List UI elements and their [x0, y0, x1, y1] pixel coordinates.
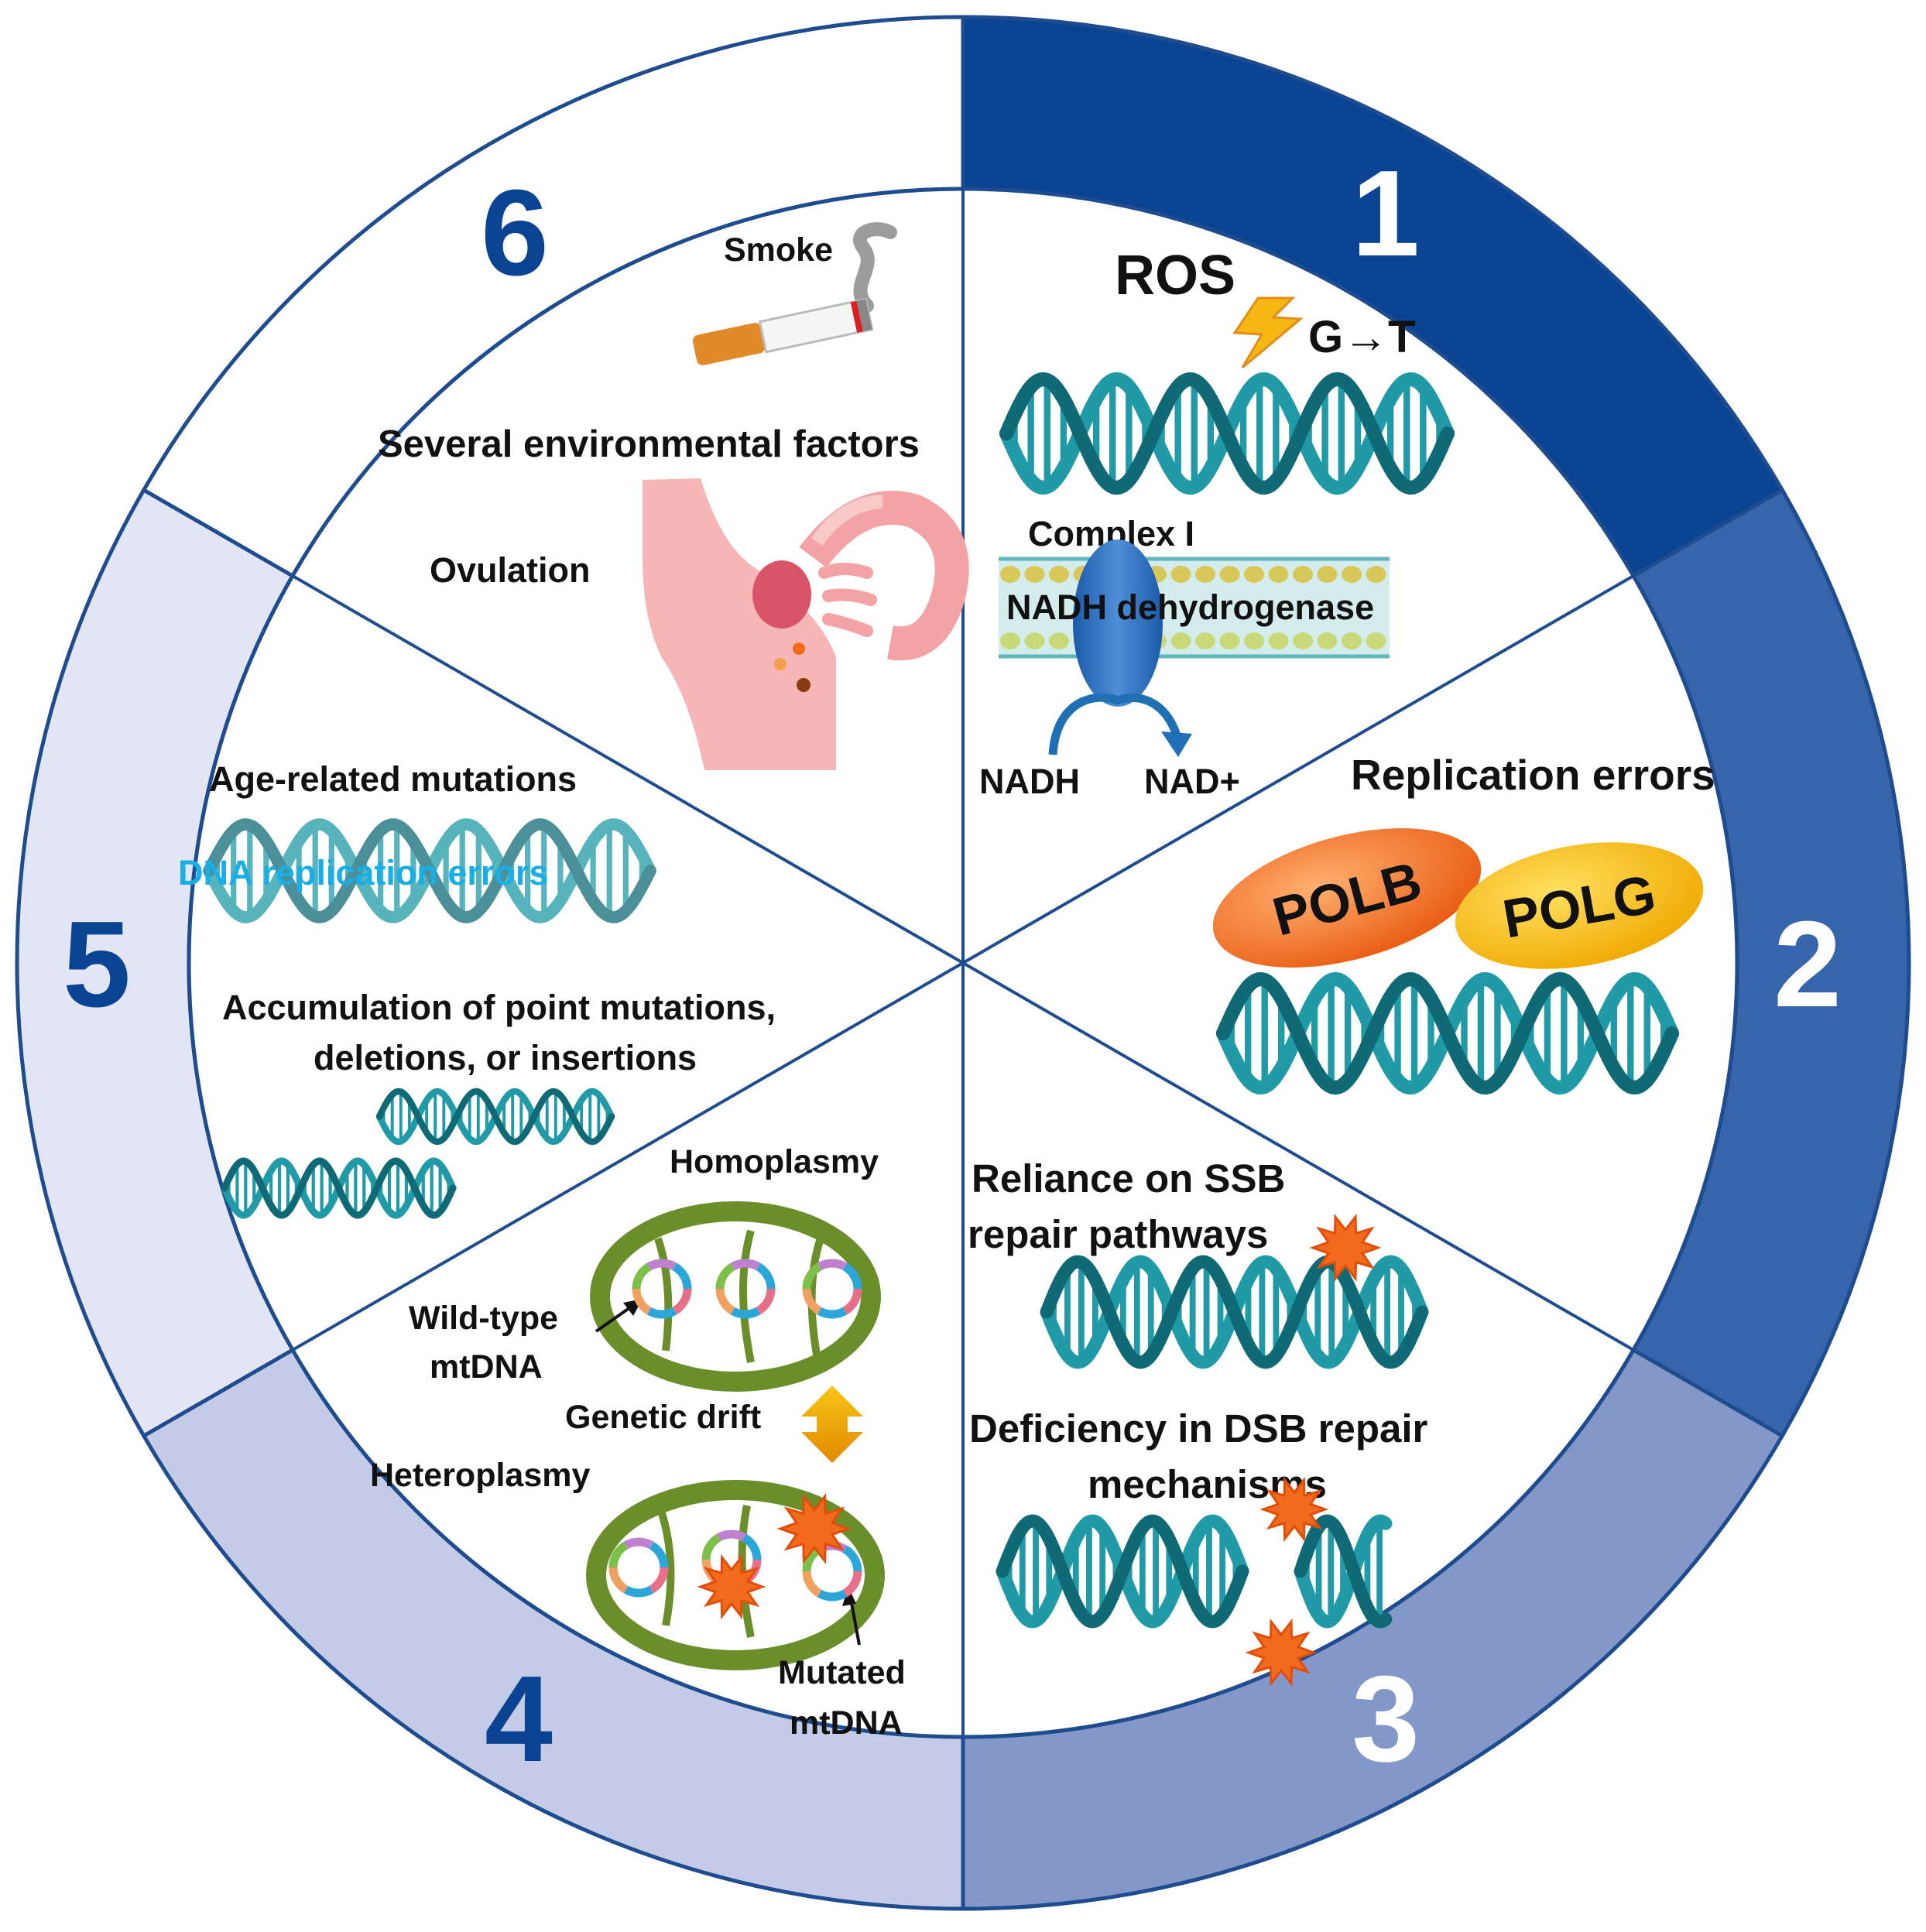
segment-6-environment: Smoke Several environmental factors Ovul… — [378, 222, 969, 770]
mutated-line-1: Mutated — [778, 1654, 906, 1691]
lipid-head — [1293, 566, 1313, 583]
lipid-head — [1219, 566, 1240, 583]
segment-number-5: 5 — [63, 896, 131, 1033]
lipid-head — [1000, 566, 1020, 583]
lipid-head — [1342, 566, 1362, 583]
lipid-head — [1268, 632, 1289, 649]
heteroplasmy-label: Heteroplasmy — [370, 1457, 590, 1494]
arrow-head-icon — [1161, 731, 1192, 757]
mutated-line-2: mtDNA — [790, 1704, 903, 1742]
damage-bursts — [697, 1213, 1382, 1687]
ssb-line-2: repair pathways — [968, 1212, 1268, 1256]
accumulation-line-1: Accumulation of point mutations, — [222, 988, 776, 1027]
lightning-icon — [1232, 296, 1304, 369]
dna-helix-icon-dsb-left — [996, 1514, 1249, 1629]
segment-3-repair: Reliance on SSB repair pathways Deficien… — [968, 1156, 1428, 1506]
mtdna-ring-icon — [802, 1259, 862, 1319]
arrow-head-2 — [842, 1587, 856, 1606]
segment-number-1: 1 — [1352, 146, 1420, 282]
lipid-head — [1000, 632, 1020, 649]
outer-ring — [15, 15, 1911, 1911]
smoke-label: Smoke — [724, 231, 833, 269]
smoke-icon — [853, 222, 897, 313]
lipid-head — [1366, 632, 1386, 649]
homoplasmy-label: Homoplasmy — [670, 1143, 879, 1180]
segment-1-ros: ROS G→T Complex I NADH dehydrogenase NAD… — [979, 245, 1416, 801]
dna-helix-icon-dsb-right — [1294, 1514, 1393, 1629]
burst-icon — [697, 1553, 766, 1620]
mutation-label: G→T — [1308, 312, 1416, 362]
burst-icon — [1259, 1476, 1329, 1543]
segment-2-replication: Replication errors POLB POLG — [1212, 751, 1715, 969]
dna-helix-icon-age — [203, 818, 656, 923]
lipid-head — [1293, 632, 1313, 649]
mtdna-ring-icon — [715, 1259, 776, 1319]
ros-label: ROS — [1115, 245, 1235, 307]
mtdna-ring-icon — [632, 1259, 692, 1319]
environmental-factors-label: Several environmental factors — [378, 423, 920, 465]
lipid-head — [1024, 632, 1045, 649]
lipid-head — [1366, 566, 1386, 583]
complex-i-enzyme-icon — [1073, 540, 1163, 707]
dna-helix-icon-ros — [999, 372, 1455, 495]
polb-enzyme-icon: POLB — [1212, 828, 1482, 968]
dna-replication-errors-label: DNA replication errors — [178, 853, 548, 892]
burst-icon — [1309, 1213, 1382, 1283]
lipid-head — [1244, 566, 1264, 583]
burst-icon — [776, 1492, 852, 1565]
segment-numbers: 1 2 3 4 5 6 — [63, 146, 1842, 1787]
spokes — [291, 189, 1635, 1737]
dna-helix-icon-deletions — [221, 1157, 457, 1219]
lipid-head — [1244, 632, 1264, 649]
reaction-arrow-icon — [1048, 693, 1181, 755]
lipid-head — [1049, 566, 1069, 583]
wild-type-line-1: Wild-type — [409, 1300, 558, 1337]
lipid-head — [1049, 632, 1069, 649]
segment-number-4: 4 — [485, 1651, 553, 1787]
ssb-line-1: Reliance on SSB — [972, 1156, 1285, 1201]
burst-icon — [1245, 1618, 1318, 1687]
lipid-head — [1170, 632, 1191, 649]
nadh-label: NADH — [979, 762, 1080, 801]
mtdna-ring-icon — [608, 1537, 669, 1598]
segment-number-3: 3 — [1352, 1651, 1420, 1787]
dna-helix-icon-polymerase — [1215, 971, 1680, 1095]
lipid-head — [1195, 566, 1215, 583]
lipid-head — [1219, 632, 1240, 649]
dna-helix-icon-ssb — [1040, 1255, 1429, 1369]
mitochondrion-icon — [590, 1201, 881, 1392]
dsb-line-1: Deficiency in DSB repair — [969, 1406, 1428, 1451]
segment-5-age: Age-related mutations DNA replication er… — [178, 759, 776, 1077]
lipid-head — [1317, 632, 1338, 649]
nad-plus-label: NAD+ — [1144, 762, 1240, 801]
segment-4-mito: Homoplasmy Wild-type mtDNA Genetic drift… — [370, 1143, 906, 1742]
polg-enzyme-icon: POLG — [1455, 842, 1704, 969]
accumulation-line-2: deletions, or insertions — [314, 1038, 697, 1077]
dna-helices — [203, 372, 1680, 1629]
cigarette-icon — [692, 297, 874, 365]
segment-number-6: 6 — [481, 165, 549, 301]
replication-errors-title: Replication errors — [1351, 751, 1715, 799]
lipid-head — [1268, 566, 1289, 583]
dna-helix-icon-point-mutations — [375, 1088, 615, 1146]
uterus-icon — [643, 478, 969, 770]
genetic-drift-label: Genetic drift — [565, 1399, 761, 1436]
lipid-head — [1024, 566, 1045, 583]
lipid-head — [1342, 632, 1362, 649]
segment-number-2: 2 — [1773, 896, 1842, 1033]
nadh-dehydrogenase-label: NADH dehydrogenase — [1006, 587, 1374, 627]
lipid-head — [1170, 566, 1191, 583]
age-related-title: Age-related mutations — [209, 759, 577, 799]
lipid-head — [1317, 566, 1338, 583]
wild-type-line-2: mtDNA — [430, 1348, 543, 1386]
ovulation-label: Ovulation — [430, 550, 591, 590]
double-arrow-icon — [801, 1386, 863, 1463]
lipid-head — [1195, 632, 1215, 649]
